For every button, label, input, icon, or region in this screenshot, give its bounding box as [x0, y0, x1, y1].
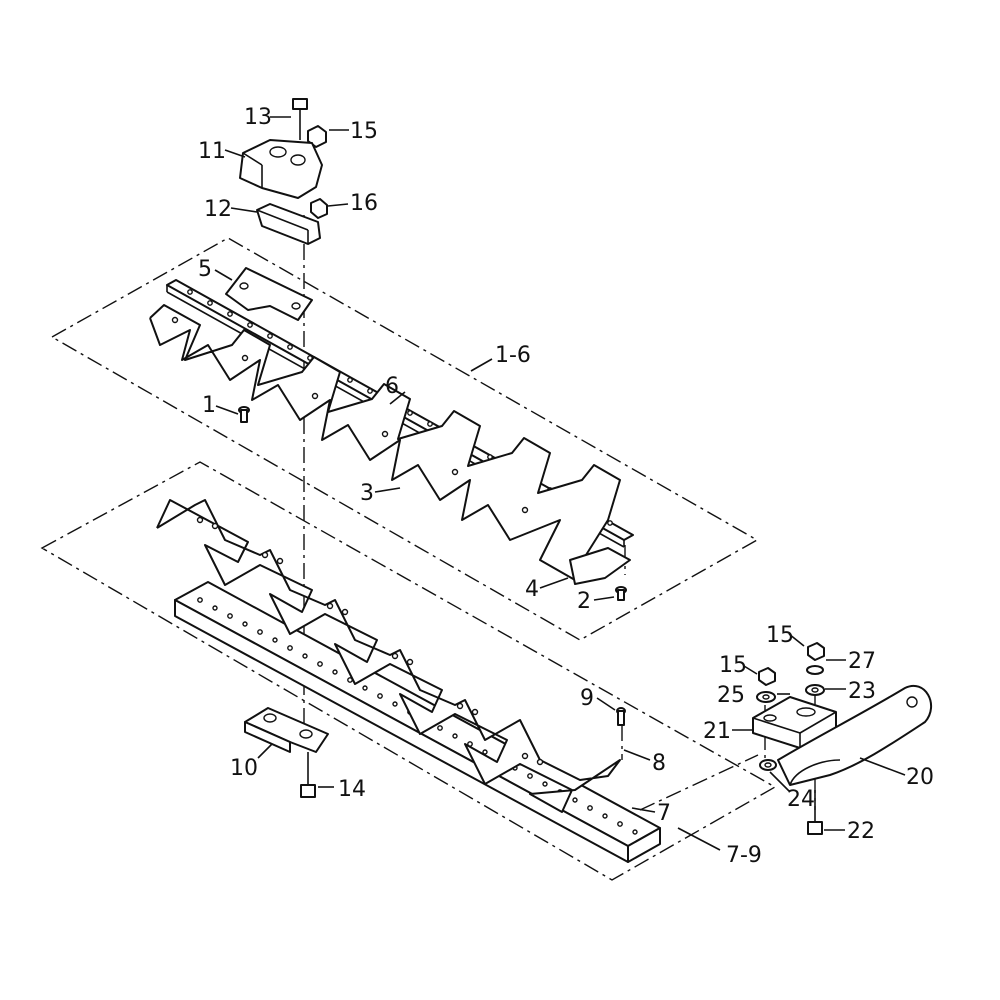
part-22-bolt — [807, 790, 823, 835]
part-14-bolt — [300, 752, 316, 798]
label-part-1: 1 — [202, 393, 216, 418]
part-23-washer — [805, 684, 825, 696]
part-12-guide — [256, 203, 321, 245]
part-3-holes — [171, 316, 529, 514]
part-10-holder — [244, 707, 329, 753]
part-25-washer — [756, 691, 776, 703]
label-part-21: 21 — [703, 719, 731, 744]
part-24-washer — [759, 759, 777, 771]
part-8-holes — [196, 516, 544, 766]
label-part-2: 2 — [577, 589, 591, 614]
label-part-11: 11 — [198, 139, 226, 164]
part-15-nut-top — [307, 125, 327, 148]
leader-lines — [214, 116, 906, 851]
group-box-lower — [40, 461, 777, 881]
part-11-knife-head — [239, 139, 323, 199]
label-part-7: 7 — [657, 801, 671, 826]
mount-link — [639, 754, 759, 811]
part-9-bolt — [616, 707, 626, 726]
part-3-knife-sections — [149, 304, 621, 581]
part-15-nut-left — [758, 667, 776, 686]
label-part-15-top: 15 — [350, 119, 378, 144]
label-part-6: 6 — [385, 374, 399, 399]
part-8-ledger-sections — [156, 499, 621, 813]
label-part-25: 25 — [717, 683, 745, 708]
label-part-27: 27 — [848, 649, 876, 674]
part-16-nut — [310, 198, 328, 219]
label-part-5: 5 — [198, 257, 212, 282]
part-27-washer — [806, 665, 824, 675]
label-part-14: 14 — [338, 777, 366, 802]
label-part-15-left: 15 — [719, 653, 747, 678]
label-part-13: 13 — [244, 105, 272, 130]
part-4-end-section — [569, 547, 631, 585]
label-part-8: 8 — [652, 751, 666, 776]
label-part-16: 16 — [350, 191, 378, 216]
label-part-12: 12 — [204, 197, 232, 222]
label-part-15-right: 15 — [766, 623, 794, 648]
label-part-22: 22 — [847, 819, 875, 844]
label-part-9: 9 — [580, 686, 594, 711]
label-part-20: 20 — [906, 765, 934, 790]
part-5-clamp — [225, 267, 313, 321]
label-group-1-6: 1-6 — [495, 343, 531, 368]
label-part-23: 23 — [848, 679, 876, 704]
label-group-7-9: 7-9 — [726, 843, 762, 868]
label-part-24: 24 — [787, 787, 815, 812]
label-part-3: 3 — [360, 481, 374, 506]
part-2-rivet — [615, 586, 627, 601]
part-13-bolt — [292, 98, 308, 140]
part-15-nut-right — [807, 642, 825, 661]
part-1-rivet — [238, 406, 250, 423]
part-20-arm — [777, 684, 932, 786]
label-part-4: 4 — [525, 577, 539, 602]
label-part-10: 10 — [230, 756, 258, 781]
